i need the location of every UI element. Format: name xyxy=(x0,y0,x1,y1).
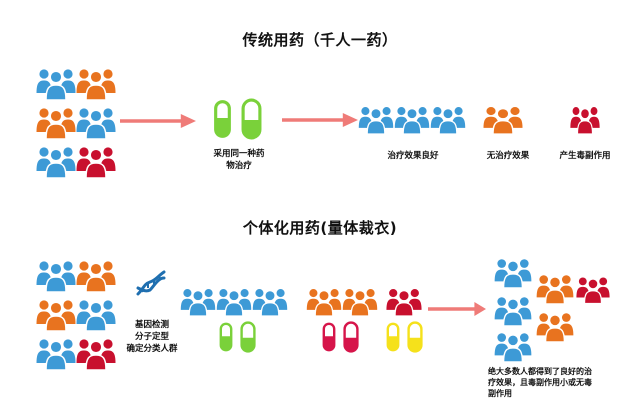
people-group-icon xyxy=(76,68,116,100)
people-group-icon xyxy=(536,312,574,342)
people-group-icon xyxy=(76,338,116,370)
red-drug-pills xyxy=(322,321,359,353)
people-group-icon xyxy=(386,288,422,316)
result-line2: 疗效果，且毒副作用小或无毒 xyxy=(488,378,592,387)
traditional-population xyxy=(36,64,116,180)
people-group-icon xyxy=(430,106,466,134)
arrow-right-icon xyxy=(428,302,486,316)
result-population xyxy=(490,256,614,366)
outcome-good-group xyxy=(358,104,466,134)
people-group-icon xyxy=(36,68,76,100)
people-group-icon xyxy=(358,106,394,134)
capsule-icon xyxy=(322,322,336,352)
same-drug-label: 采用同一种药 物治疗 xyxy=(200,148,278,172)
people-group-icon xyxy=(76,146,116,178)
green-drug-pills xyxy=(219,321,256,353)
red-subgroup xyxy=(386,286,422,316)
people-group-icon xyxy=(36,107,76,139)
people-group-icon xyxy=(36,338,76,370)
outcome-toxic-group xyxy=(570,104,600,134)
capsule-icon xyxy=(241,98,262,140)
arrow-right-icon xyxy=(120,114,196,128)
gene-test-line1: 基因检测 xyxy=(134,320,169,330)
same-drug-pills xyxy=(208,96,268,142)
people-group-icon xyxy=(494,332,532,362)
personalized-title: 个体化用药(量体裁衣) xyxy=(242,219,398,237)
people-group-icon xyxy=(36,260,76,292)
people-group-icon xyxy=(342,288,378,316)
capsule-icon xyxy=(219,322,233,352)
people-group-icon xyxy=(216,288,252,316)
arrow-right-icon xyxy=(282,113,358,127)
people-group-icon xyxy=(536,274,574,304)
result-label: 绝大多数人都得到了良好的治 疗效果，且毒副作用小或无毒 副作用 xyxy=(488,366,620,399)
personalized-population xyxy=(36,256,116,372)
outcome-toxic-label: 产生毒副作用 xyxy=(559,151,611,161)
outcome-none-label: 无治疗效果 xyxy=(486,151,530,161)
gene-test-line3: 确定分类人群 xyxy=(126,344,178,354)
people-group-icon xyxy=(570,106,600,134)
capsule-icon xyxy=(343,321,359,353)
people-group-icon xyxy=(494,296,532,326)
capsule-icon xyxy=(214,100,231,138)
people-group-icon xyxy=(494,258,532,288)
capsule-icon xyxy=(240,321,256,353)
people-group-icon xyxy=(252,288,288,316)
result-line1: 绝大多数人都得到了良好的治 xyxy=(488,367,592,376)
gene-test-label: 基因检测 分子定型 确定分类人群 xyxy=(112,319,192,355)
traditional-title: 传统用药（千人一药） xyxy=(242,31,398,49)
people-group-icon xyxy=(306,288,342,316)
people-group-icon xyxy=(394,106,430,134)
people-group-icon xyxy=(483,106,523,134)
orange-subgroup xyxy=(306,286,378,316)
capsule-icon xyxy=(407,321,423,353)
people-group-icon xyxy=(180,288,216,316)
outcome-none-group xyxy=(483,104,523,134)
blue-subgroup xyxy=(180,286,288,316)
people-group-icon xyxy=(36,299,76,331)
result-line3: 副作用 xyxy=(488,389,512,398)
gene-test-line2: 分子定型 xyxy=(134,332,169,342)
outcome-good-label: 治疗效果良好 xyxy=(387,151,439,161)
same-drug-label-line1: 采用同一种药 xyxy=(213,149,265,159)
people-group-icon xyxy=(76,107,116,139)
capsule-icon xyxy=(386,322,400,352)
yellow-drug-pills xyxy=(386,321,423,353)
people-group-icon xyxy=(76,260,116,292)
same-drug-label-line2: 物治疗 xyxy=(226,161,252,171)
people-group-icon xyxy=(76,299,116,331)
dna-icon xyxy=(136,270,166,296)
people-group-icon xyxy=(36,146,76,178)
people-group-icon xyxy=(576,276,610,304)
